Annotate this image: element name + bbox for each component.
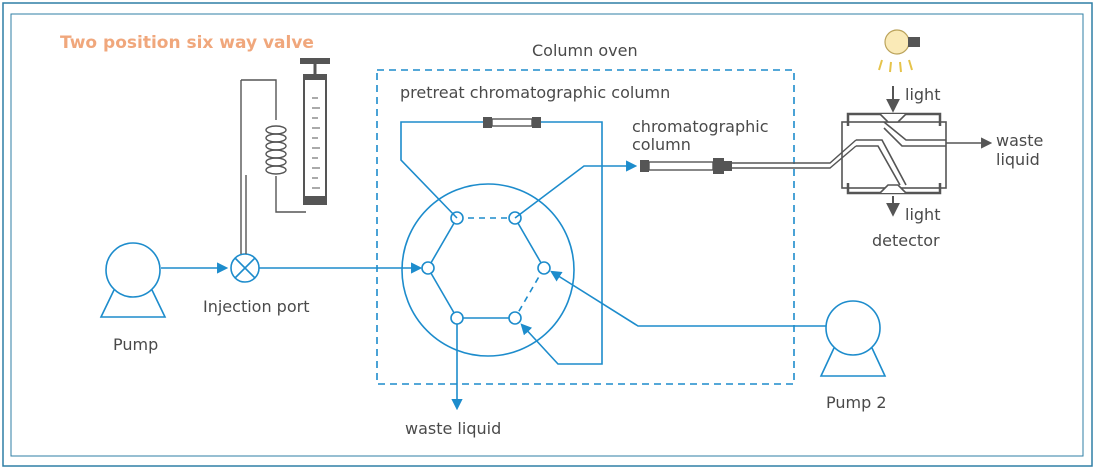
six-way-valve — [401, 183, 575, 357]
pretreat-column-icon — [483, 117, 541, 128]
valve-to-column-line — [514, 160, 638, 219]
chrom-column-label-2: column — [632, 135, 691, 154]
light-bottom-label: light — [905, 205, 940, 224]
detector-cell-icon — [841, 112, 947, 195]
coil-icon — [265, 125, 287, 175]
tube-to-coil — [241, 79, 277, 120]
syringe-icon — [300, 58, 330, 205]
diagram-title: Two position six way valve — [60, 33, 314, 53]
light-bulb-icon — [878, 29, 920, 73]
column-oven-label: Column oven — [532, 41, 638, 60]
column-to-detector-1 — [732, 139, 857, 164]
valve-link-ur-r — [514, 217, 545, 269]
waste-right-label-2: liquid — [996, 150, 1040, 169]
pump-label: Pump — [113, 335, 158, 354]
waste-right-label-1: waste — [996, 131, 1043, 150]
valve-link-l-ll — [427, 267, 458, 319]
valve-dash-right — [514, 267, 545, 319]
valve-port-3 — [537, 261, 551, 275]
pump2-icon — [819, 300, 887, 377]
chrom-column-label-1: chromatographic — [632, 117, 768, 136]
valve-port-6 — [421, 261, 435, 275]
valve-port-5 — [450, 311, 464, 325]
pretreat-loop-right — [520, 121, 603, 365]
inner-frame — [10, 13, 1084, 457]
pump2-to-valve-line — [550, 270, 826, 327]
injection-valve-icon — [230, 253, 260, 283]
pump2-label: Pump 2 — [826, 393, 887, 412]
valve-link-ul-l — [427, 217, 458, 269]
light-top-label: light — [905, 85, 940, 104]
waste-bottom-label: waste liquid — [405, 419, 501, 438]
column-oven-box — [376, 69, 795, 385]
column-to-detector-2 — [732, 145, 857, 169]
valve-port-4 — [508, 311, 522, 325]
chromatographic-column-icon — [640, 158, 732, 174]
detector-label: detector — [872, 231, 940, 250]
injection-port-label: Injection port — [203, 297, 309, 316]
pretreat-loop-left — [400, 121, 483, 219]
coil-to-syringe — [275, 176, 306, 213]
pump-icon — [99, 242, 167, 318]
pretreat-column-label: pretreat chromatographic column — [400, 83, 670, 102]
